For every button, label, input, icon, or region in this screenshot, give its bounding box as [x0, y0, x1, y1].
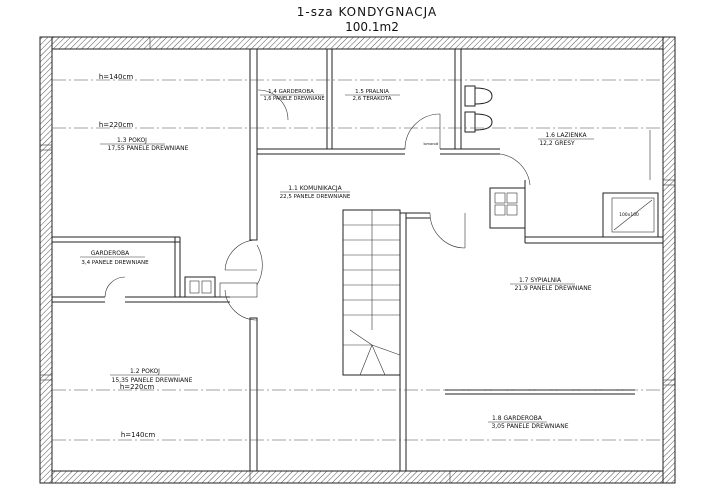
- room-label-1-5: 1.5 PRALNIA 2,6 TERAKOTA: [345, 89, 400, 102]
- staircase: [342, 209, 401, 376]
- room-label-1-3: 1.3 POKOJ 17,55 PANELE DREWNIANE: [100, 137, 189, 152]
- bathroom-fixtures: 100x100: [464, 85, 659, 238]
- svg-text:12,2 GRESY: 12,2 GRESY: [539, 140, 575, 147]
- svg-text:1.3 POKOJ: 1.3 POKOJ: [117, 137, 147, 144]
- room-label-garderoba: GARDEROBA 3,4 PANELE DREWNIANE: [80, 250, 149, 266]
- svg-text:15,35 PANELE DREWNIANE: 15,35 PANELE DREWNIANE: [112, 377, 193, 384]
- room-label-1-2: 1.2 POKOJ 15,35 PANELE DREWNIANE: [110, 368, 193, 384]
- svg-text:17,55 PANELE DREWNIANE: 17,55 PANELE DREWNIANE: [108, 145, 189, 152]
- svg-text:GARDEROBA: GARDEROBA: [91, 250, 130, 257]
- room-label-1-7: 1.7 SYPIALNIA 21,9 PANELE DREWNIANE: [510, 277, 592, 292]
- outer-walls: [39, 36, 676, 484]
- svg-text:21,9 PANELE DREWNIANE: 21,9 PANELE DREWNIANE: [514, 285, 591, 292]
- plan-title: 1-sza KONDYGNACJA: [297, 5, 437, 19]
- svg-text:3,4 PANELE DREWNIANE: 3,4 PANELE DREWNIANE: [81, 260, 149, 266]
- svg-text:1.5 PRALNIA: 1.5 PRALNIA: [355, 89, 389, 95]
- plan-area: 100.1m2: [345, 20, 399, 34]
- room-label-1-8: 1.8 GARDEROBA 3,05 PANELE DREWNIANE: [488, 415, 569, 430]
- svg-text:1.8 GARDEROBA: 1.8 GARDEROBA: [492, 415, 543, 422]
- svg-text:1.6 LAZIENKA: 1.6 LAZIENKA: [545, 132, 587, 139]
- doors: [104, 89, 531, 321]
- small-note: lomaro#: [423, 142, 438, 146]
- svg-text:2,6 TERAKOTA: 2,6 TERAKOTA: [352, 96, 391, 102]
- svg-text:1.2 POKOJ: 1.2 POKOJ: [130, 368, 160, 375]
- shower-label: 100x100: [619, 212, 639, 218]
- height-top-high: h=220cm: [99, 121, 134, 129]
- svg-text:1.7 SYPIALNIA: 1.7 SYPIALNIA: [519, 277, 562, 284]
- svg-text:1.4 GARDEROBA: 1.4 GARDEROBA: [268, 89, 314, 95]
- room-label-1-4: 1.4 GARDEROBA 1,6 PANELE DREWNIANE: [260, 89, 325, 102]
- room-label-1-1: 1.1 KOMUNIKACJA 22,5 PANELE DREWNIANE: [280, 185, 351, 200]
- svg-text:22,5 PANELE DREWNIANE: 22,5 PANELE DREWNIANE: [280, 194, 351, 200]
- svg-text:3,05 PANELE DREWNIANE: 3,05 PANELE DREWNIANE: [491, 423, 568, 430]
- height-bottom-low: h=140cm: [121, 431, 156, 439]
- height-bottom-high: h=220cm: [120, 383, 155, 391]
- svg-text:1,6 PANELE DREWNIANE: 1,6 PANELE DREWNIANE: [263, 96, 324, 102]
- height-top-low: h=140cm: [99, 73, 134, 81]
- svg-text:1.1 KOMUNIKACJA: 1.1 KOMUNIKACJA: [288, 185, 342, 192]
- height-lines: [52, 79, 663, 441]
- room-label-1-6: 1.6 LAZIENKA 12,2 GRESY: [538, 132, 594, 147]
